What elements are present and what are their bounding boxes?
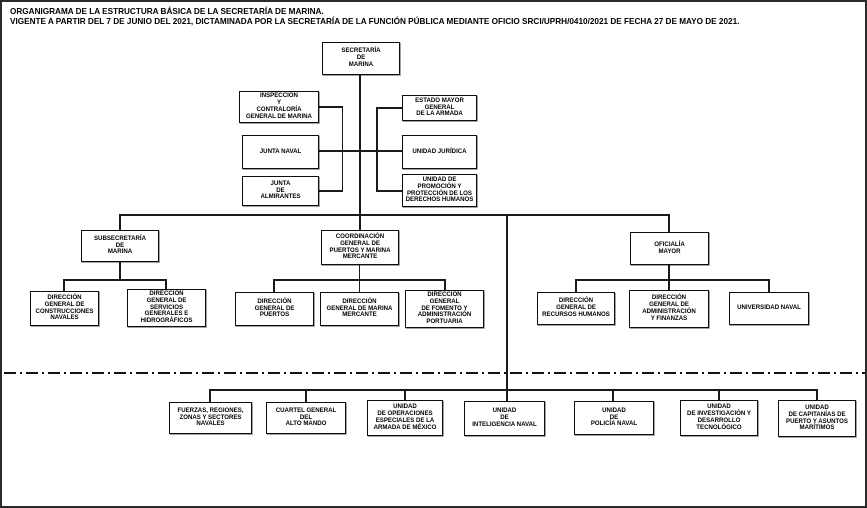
connector [119, 261, 121, 281]
connector [376, 107, 378, 192]
org-node-subsecretaria: SUBSECRETARÍA DE MARINA [81, 230, 159, 262]
org-node-dg-puertos: DIRECCIÓN GENERAL DE PUERTOS [235, 292, 314, 326]
connector [575, 279, 577, 293]
chart-title: ORGANIGRAMA DE LA ESTRUCTURA BÁSICA DE L… [10, 7, 862, 27]
org-node-dg-construcciones-navales: DIRECCIÓN GENERAL DE CONSTRUCCIONES NAVA… [30, 291, 99, 326]
connector [359, 74, 361, 231]
chart-title-line1: ORGANIGRAMA DE LA ESTRUCTURA BÁSICA DE L… [10, 7, 324, 16]
org-node-dg-fomento-portuaria: DIRECCIÓN GENERAL DE FOMENTO Y ADMINISTR… [405, 290, 484, 328]
connector [63, 279, 65, 292]
org-node-coordinacion-puertos: COORDINACIÓN GENERAL DE PUERTOS Y MARINA… [321, 230, 399, 265]
org-node-dg-marina-mercante: DIRECCIÓN GENERAL DE MARINA MERCANTE [320, 292, 399, 326]
org-node-junta-naval: JUNTA NAVAL [242, 135, 319, 169]
connector [718, 389, 720, 401]
org-node-secretaria-de-marina: SECRETARÍA DE MARINA [322, 42, 400, 75]
org-node-unidad-promocion-ddhh: UNIDAD DE PROMOCIÓN Y PROTECCIÓN DE LOS … [402, 174, 477, 207]
connector [209, 389, 211, 403]
connector [668, 265, 670, 291]
connector [341, 106, 344, 192]
org-node-dg-administracion-finanzas: DIRECCIÓN GENERAL DE ADMINISTRACIÓN Y FI… [629, 290, 709, 328]
connector [319, 150, 403, 152]
org-node-inspeccion-contraloria: INSPECCIÓN Y CONTRALORÍA GENERAL DE MARI… [239, 91, 319, 123]
connector [575, 279, 769, 281]
connector [319, 106, 343, 108]
connector [768, 279, 770, 293]
org-node-unidad-inteligencia-naval: UNIDAD DE INTELIGENCIA NAVAL [464, 401, 545, 436]
connector [119, 214, 670, 216]
connector [404, 389, 406, 401]
org-node-junta-almirantes: JUNTA DE ALMIRANTES [242, 176, 319, 206]
org-node-unidad-juridica: UNIDAD JURÍDICA [402, 135, 477, 169]
org-node-estado-mayor: ESTADO MAYOR GENERAL DE LA ARMADA [402, 95, 477, 121]
connector [273, 279, 445, 281]
connector [668, 214, 670, 233]
org-node-unidad-policia-naval: UNIDAD DE POLICÍA NAVAL [574, 401, 654, 435]
org-node-unidad-capitanias: UNIDAD DE CAPITANÍAS DE PUERTO Y ASUNTOS… [778, 400, 856, 437]
connector [209, 389, 818, 391]
connector [305, 389, 307, 403]
connector [119, 214, 121, 231]
org-node-fuerzas-regiones: FUERZAS, REGIONES, ZONAS Y SECTORES NAVA… [169, 402, 252, 434]
org-node-cuartel-general: CUARTEL GENERAL DEL ALTO MANDO [266, 402, 346, 434]
connector [376, 107, 402, 109]
connector [273, 279, 275, 293]
connector [63, 279, 167, 281]
connector [444, 279, 446, 291]
connector [319, 190, 343, 192]
org-node-dg-recursos-humanos: DIRECCIÓN GENERAL DE RECURSOS HUMANOS [537, 292, 615, 325]
org-node-universidad-naval: UNIVERSIDAD NAVAL [729, 292, 809, 325]
org-node-dg-servicios-generales: DIRECCIÓN GENERAL DE SERVICIOS GENERALES… [127, 289, 206, 327]
chart-title-line2: VIGENTE A PARTIR DEL 7 DE JUNIO DEL 2021… [10, 16, 740, 26]
command-separator-dashed-line [4, 372, 865, 374]
connector [612, 389, 614, 402]
connector [816, 389, 818, 401]
connector [165, 279, 167, 290]
connector [506, 214, 508, 402]
org-node-oficialia-mayor: OFICIALÍA MAYOR [630, 232, 709, 265]
connector [376, 190, 402, 192]
org-node-unidad-investigacion-desarrollo: UNIDAD DE INVESTIGACIÓN Y DESARROLLO TEC… [680, 400, 758, 436]
org-node-unidad-operaciones-especiales: UNIDAD DE OPERACIONES ESPECIALES DE LA A… [367, 400, 443, 436]
